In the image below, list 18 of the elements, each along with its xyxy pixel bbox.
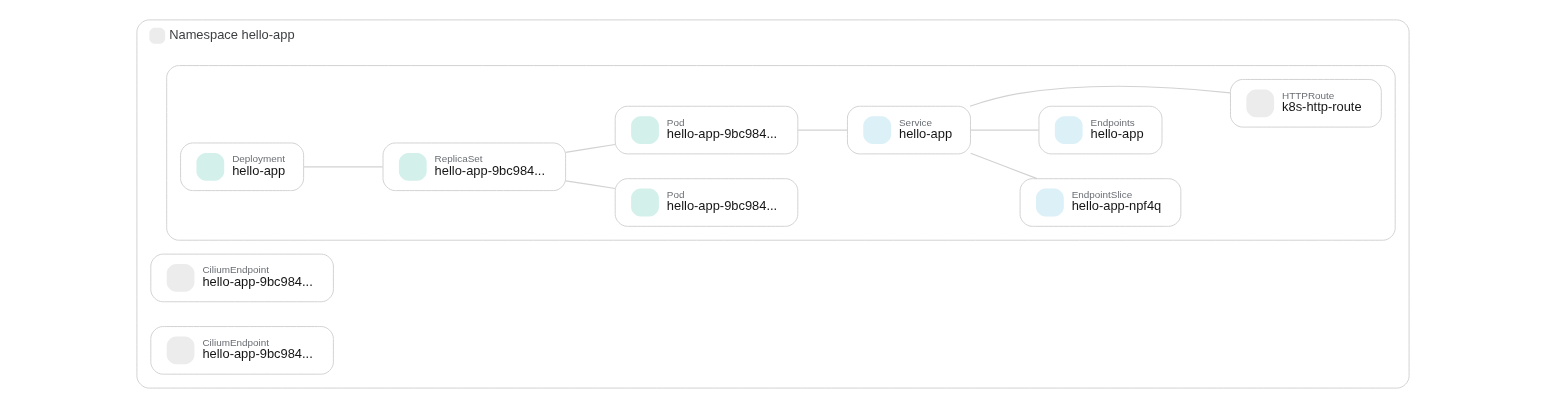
connector [302, 166, 383, 168]
node-box: HTTPRoute k8s-http-route [1229, 78, 1382, 128]
connector [564, 180, 616, 190]
connector [968, 85, 1231, 107]
connector [564, 143, 616, 153]
connector [969, 152, 1038, 180]
node-box: Service hello-app [846, 105, 971, 155]
connector [796, 129, 848, 131]
node-box: Deployment hello-app [179, 142, 304, 192]
cluster [165, 65, 1396, 241]
node-box: EndpointSlice hello-app-npf4q [1019, 178, 1181, 227]
node-box: Pod hello-app-9bc984... [614, 178, 798, 227]
node-box: CiliumEndpoint hello-app-9bc984... [149, 326, 334, 375]
connector [969, 129, 1039, 131]
node-box: Endpoints hello-app [1037, 105, 1162, 155]
node-box: CiliumEndpoint hello-app-9bc984... [149, 253, 334, 303]
node-box: ReplicaSet hello-app-9bc984... [382, 142, 566, 192]
node-box: Pod hello-app-9bc984... [614, 105, 798, 155]
